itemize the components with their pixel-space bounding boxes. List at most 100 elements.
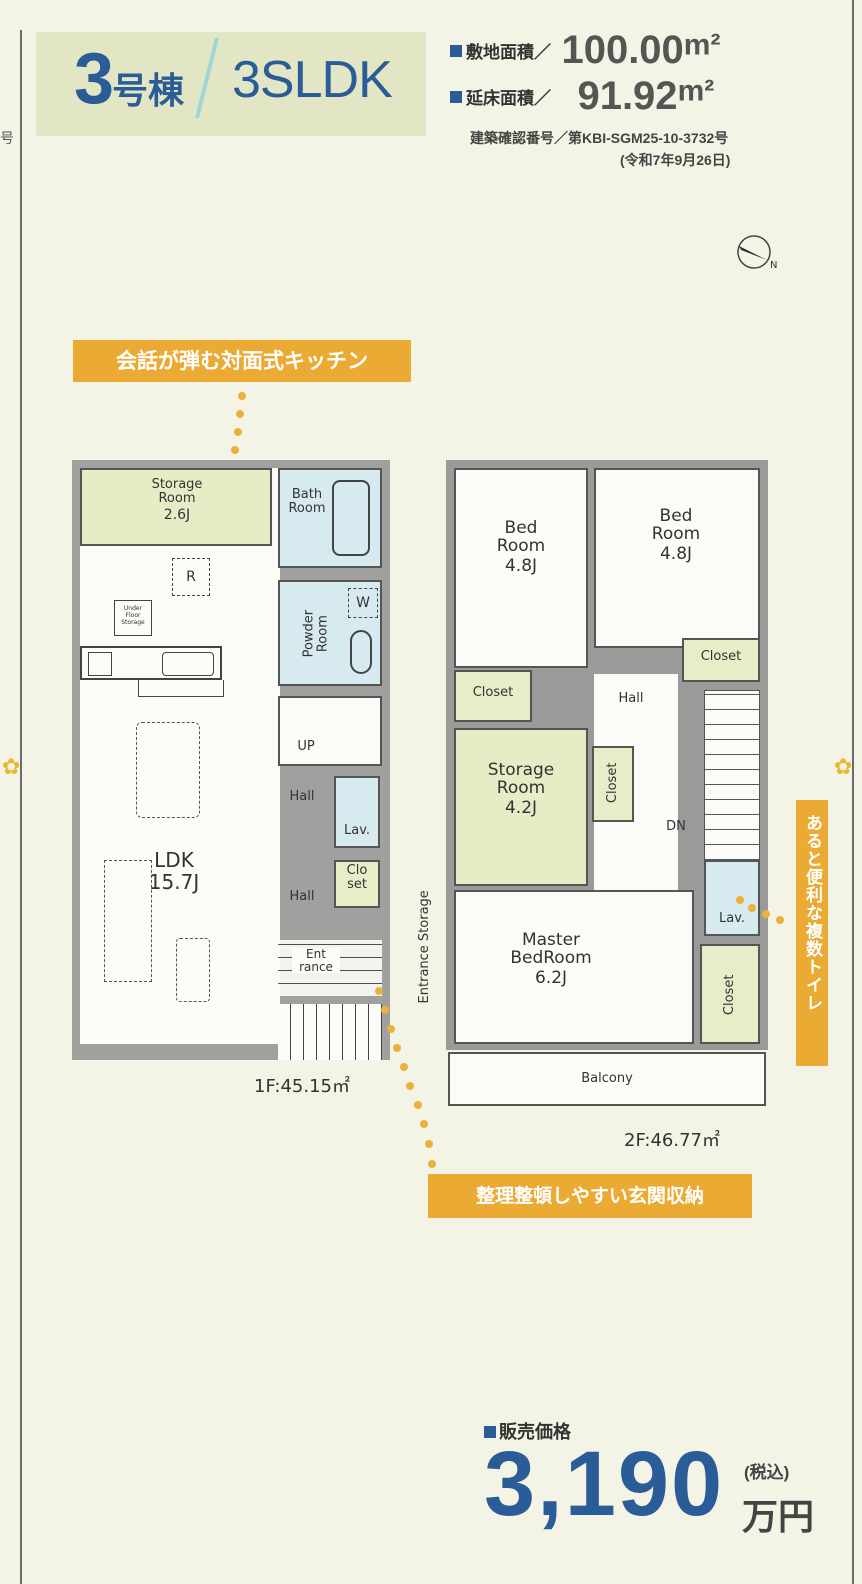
floor2-plan: Bed Room 4.8J Bed Room 4.8J Closet Close… xyxy=(446,460,768,1050)
lotus-ornament-right-icon: ✿ xyxy=(834,755,853,780)
dot-kitchen xyxy=(231,446,239,454)
f2-storage-label: Storage Room xyxy=(487,760,555,798)
f2-lav xyxy=(704,860,760,936)
f2-closet-d-label: Closet xyxy=(722,974,738,1016)
f2-closet-a xyxy=(454,670,532,722)
dot-toilet xyxy=(748,904,756,912)
callout-entrance-storage: 整理整頓しやすい玄関収納 xyxy=(428,1174,752,1218)
svg-text:N: N xyxy=(770,260,777,271)
price-tax-note: (税込) xyxy=(744,1463,790,1482)
floor1-area: 1F:45.15㎡ xyxy=(254,1076,351,1097)
f1-lav-label: Lav. xyxy=(343,823,371,838)
dot-entrance xyxy=(420,1120,428,1128)
ldk-label: LDK xyxy=(154,848,194,872)
bullet-square-icon xyxy=(450,44,462,57)
dot-entrance xyxy=(375,987,383,995)
entrance-door-tiles xyxy=(278,1004,382,1060)
dot-kitchen xyxy=(234,428,242,436)
coffee-table-icon xyxy=(176,938,210,1002)
f2-lav-label: Lav. xyxy=(718,911,746,926)
entrance-storage-label: Entrance Storage xyxy=(417,890,433,1004)
f2-closet-b xyxy=(682,638,760,682)
bullet-square-icon xyxy=(484,1426,496,1438)
layout-type: 3SLDK xyxy=(232,51,393,109)
dot-entrance xyxy=(381,1006,389,1014)
bathtub-icon xyxy=(332,480,370,556)
f1-stairs xyxy=(278,696,382,766)
callout-kitchen: 会話が弾む対面式キッチン xyxy=(73,340,411,382)
dot-entrance xyxy=(393,1044,401,1052)
f1-storage-room xyxy=(80,468,272,546)
f2-master-size: 6.2J xyxy=(534,968,568,988)
title-banner xyxy=(36,32,426,136)
left-border-line xyxy=(20,30,22,1584)
f1-storage-label: Storage Room xyxy=(151,477,203,506)
dot-kitchen xyxy=(238,392,246,400)
sink-icon xyxy=(350,630,372,674)
certification-date: (令和7年9月26日) xyxy=(620,152,731,168)
floor2-area: 2F:46.77㎡ xyxy=(624,1130,721,1151)
kitchen-counter xyxy=(80,646,222,680)
dot-toilet xyxy=(762,910,770,918)
f1-hall-label-1: Hall xyxy=(289,789,315,804)
f1-powder-label: Powder Room xyxy=(301,609,330,658)
price-label: 販売価格 xyxy=(484,1418,571,1444)
dot-entrance xyxy=(387,1025,395,1033)
f1-closet xyxy=(334,860,380,908)
f1-closet-label: Clo set xyxy=(346,863,368,892)
lotus-ornament-left-icon: ✿ xyxy=(2,755,21,780)
f2-hall-label: Hall xyxy=(618,691,644,706)
f1-storage-size: 2.6J xyxy=(163,507,191,523)
building-number: 3号棟 xyxy=(74,39,185,119)
f2-bedroom-2-size: 4.8J xyxy=(659,544,693,564)
f2-closet-b-label: Closet xyxy=(700,649,742,664)
washer-icon: W xyxy=(348,588,378,618)
dot-entrance xyxy=(425,1140,433,1148)
f2-master-bedroom xyxy=(454,890,694,1044)
price-value: 3,190 xyxy=(484,1433,725,1535)
dot-entrance xyxy=(428,1160,436,1168)
floor1-plan: Storage Room 2.6J Bath Room W Powder Roo… xyxy=(72,460,390,1060)
f1-hall-label-2: Hall xyxy=(289,889,315,904)
kitchen-bar xyxy=(138,680,224,697)
stairs-up-label: UP xyxy=(297,739,315,754)
f2-bedroom-1 xyxy=(454,468,588,668)
stairs-down-label: DN xyxy=(666,819,686,834)
f2-closet-a-label: Closet xyxy=(472,685,514,700)
site-area: 敷地面積／ 100.00m² xyxy=(450,28,720,73)
dining-table-icon xyxy=(136,722,200,818)
f2-closet-d xyxy=(700,944,760,1044)
f2-balcony-label: Balcony xyxy=(581,1071,633,1086)
sofa-icon xyxy=(104,860,152,982)
f2-balcony xyxy=(448,1052,766,1106)
floor-area: 延床面積／ 91.92m² xyxy=(450,74,714,119)
left-edge-glyph: 号 xyxy=(0,131,14,147)
f2-storage-size: 4.2J xyxy=(504,798,538,818)
dot-entrance xyxy=(406,1082,414,1090)
under-floor-storage: Under Floor Storage xyxy=(114,600,152,636)
entrance-label: Ent rance xyxy=(292,948,340,974)
kitchen-sink-icon xyxy=(162,652,214,676)
f2-closet-c-label: Closet xyxy=(605,762,621,804)
f1-bath-label: Bath Room xyxy=(288,487,326,516)
dot-kitchen xyxy=(236,410,244,418)
dot-entrance xyxy=(400,1063,408,1071)
f2-storage-room xyxy=(454,728,588,886)
f2-bedroom-2 xyxy=(594,468,760,648)
callout-toilets: あると便利な複数トイレ xyxy=(796,800,828,1066)
f2-master-label: Master BedRoom xyxy=(510,930,592,968)
f2-bedroom-1-label: Bed Room xyxy=(496,518,546,556)
ldk-size: 15.7J xyxy=(148,870,200,894)
compass-north-icon: N xyxy=(734,232,777,272)
f2-stairs xyxy=(704,690,760,860)
f1-lav xyxy=(334,776,380,848)
dot-toilet xyxy=(736,896,744,904)
price-unit: 万円 xyxy=(742,1496,815,1537)
bullet-square-icon xyxy=(450,90,462,103)
dot-toilet xyxy=(776,916,784,924)
stove-icon xyxy=(88,652,112,676)
dot-entrance xyxy=(414,1101,422,1109)
refrigerator-icon: R xyxy=(172,558,210,596)
certification-number: 建築確認番号／第KBI-SGM25-10-3732号 xyxy=(470,130,729,146)
right-border-line xyxy=(852,0,854,1584)
